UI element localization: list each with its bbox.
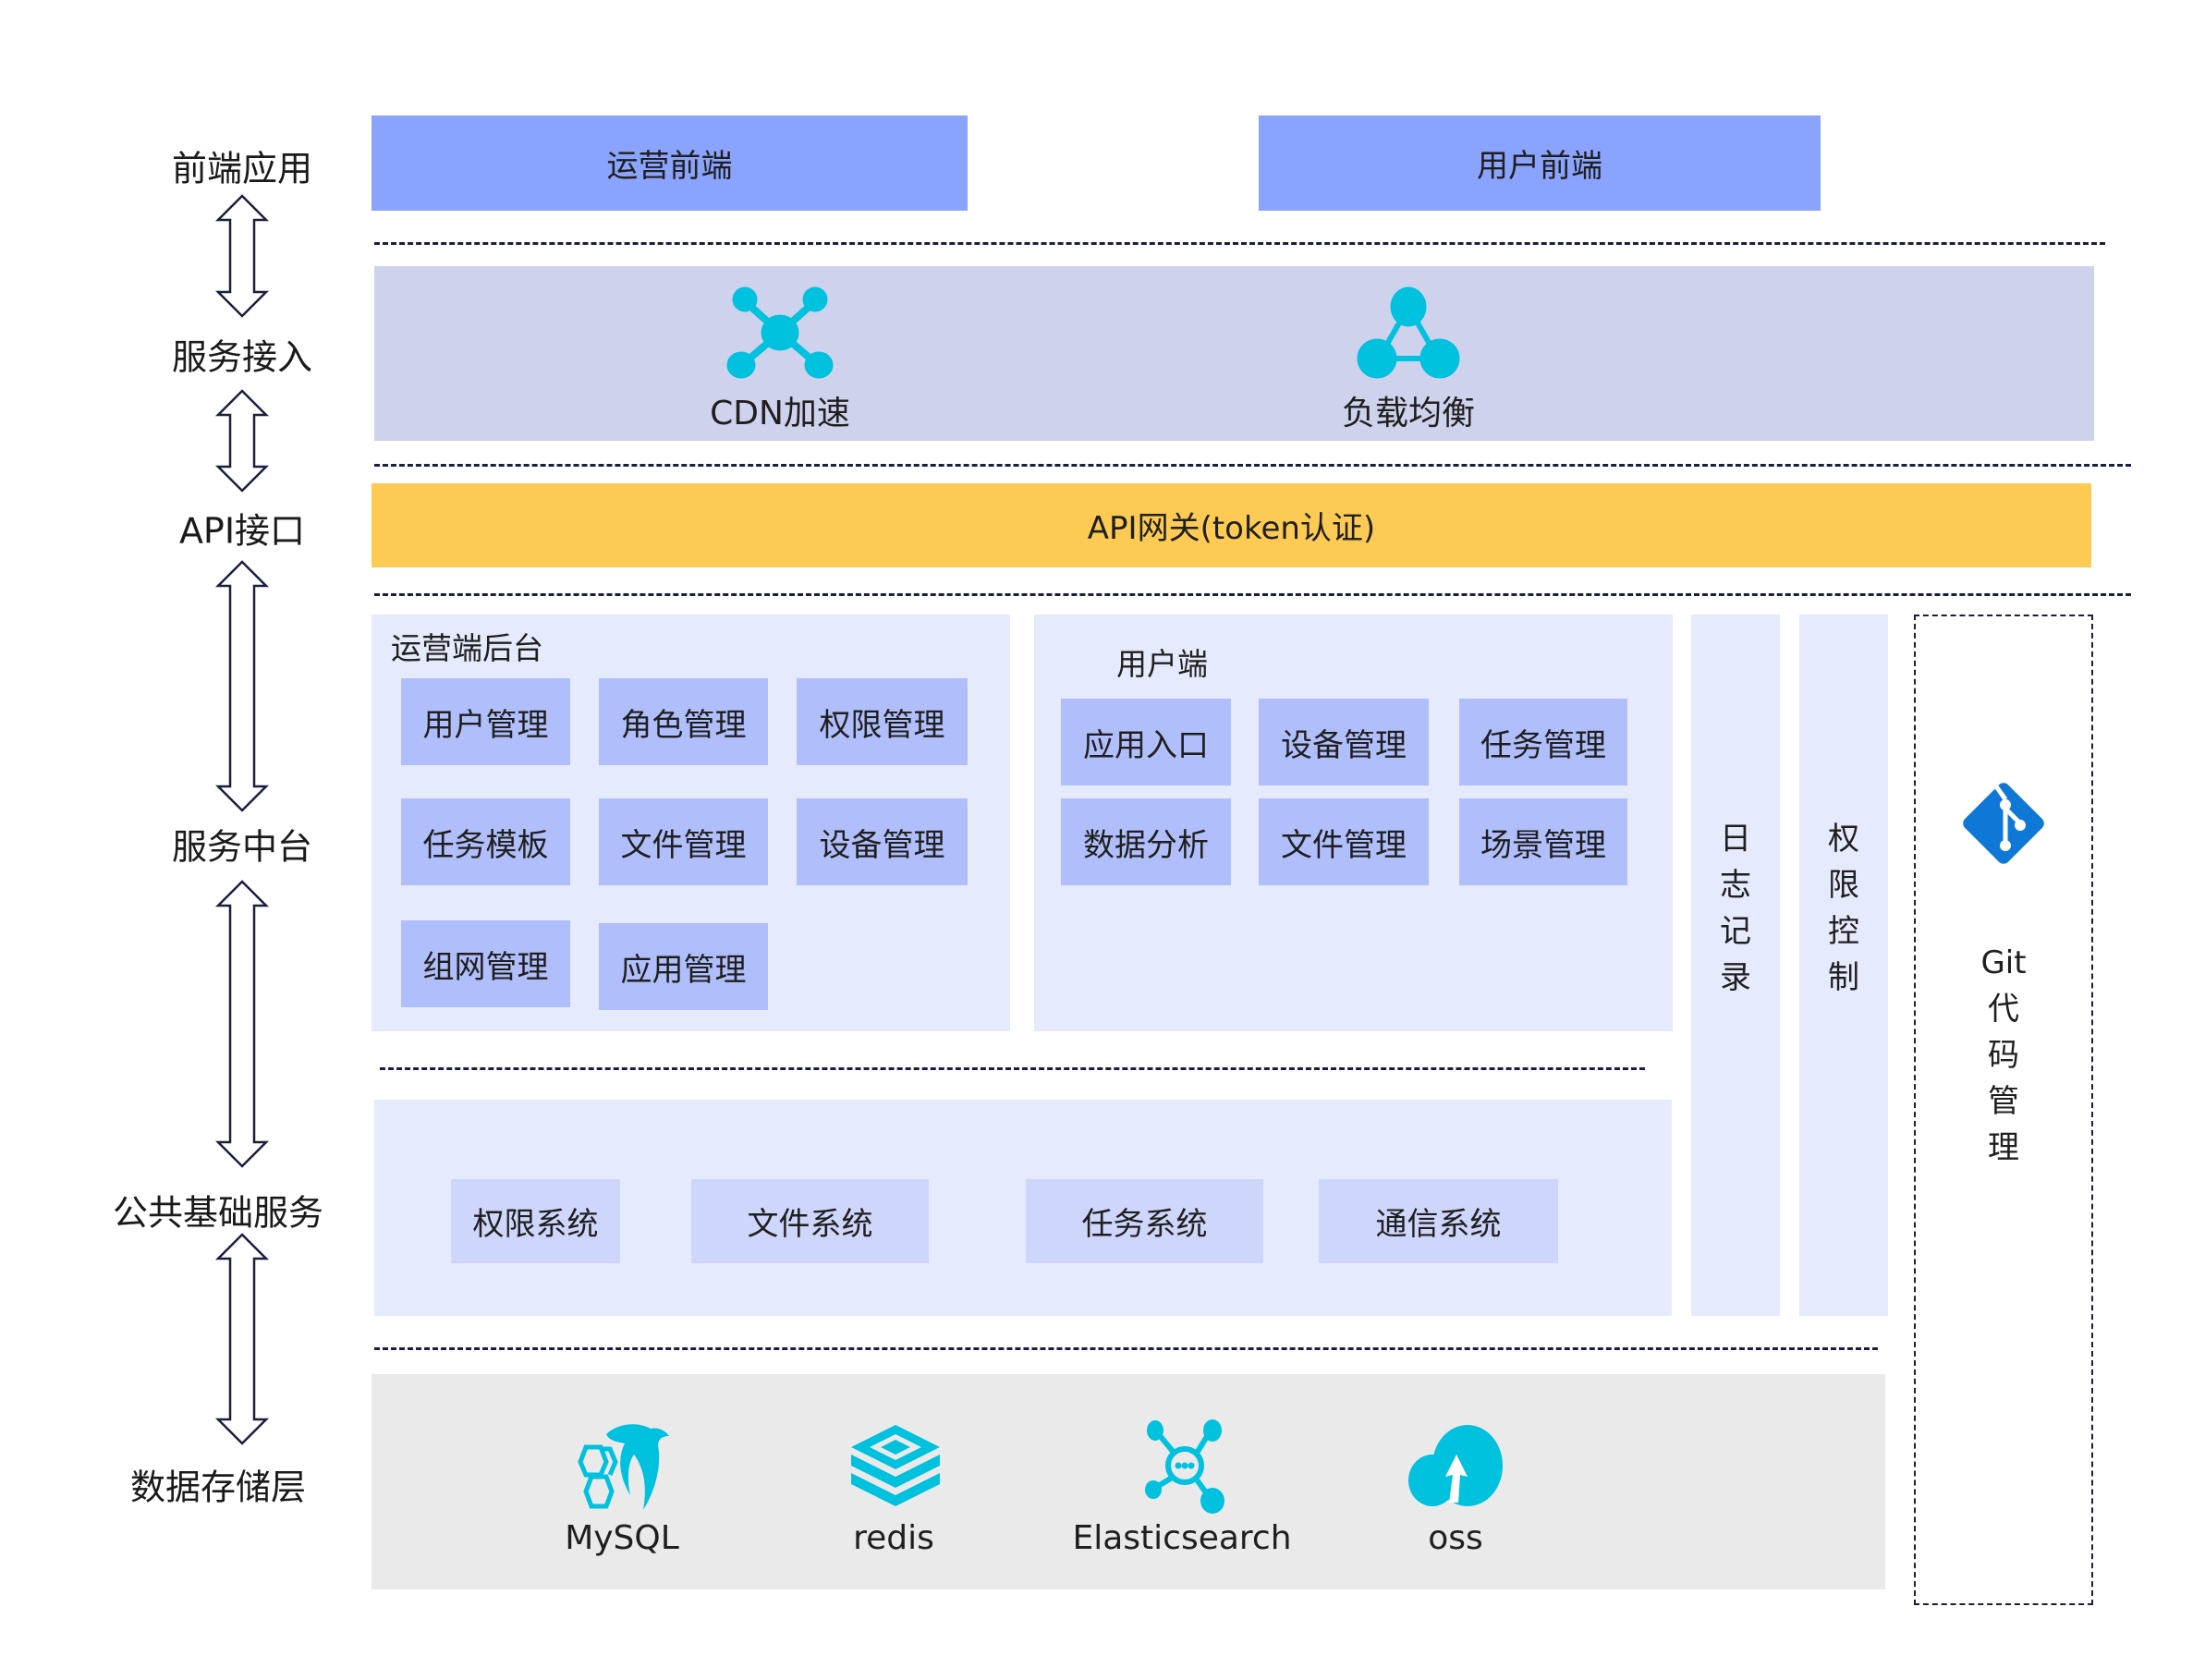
mysql-label: MySQL [565, 1519, 679, 1557]
ops-frontend-box: 运营前端 [372, 116, 968, 211]
layer-label-access: 服务接入 [171, 336, 313, 378]
user-module-tile: 文件管理 [1259, 798, 1429, 885]
layer-label-api: API接口 [178, 510, 306, 552]
layer-label-middle: 服务中台 [171, 826, 313, 868]
public-service-tile: 权限系统 [451, 1179, 620, 1263]
elasticsearch-icon [1145, 1419, 1224, 1514]
layer-divider [374, 593, 2131, 596]
ops-module-tile: 用户管理 [401, 678, 570, 765]
permission-control-label: 权限控制 [1828, 821, 1859, 996]
layer-label-public: 公共基础服务 [112, 1192, 324, 1234]
user-module-tile: 任务管理 [1459, 699, 1627, 785]
ops-module-tile: 组网管理 [401, 920, 570, 1007]
public-service-tile: 通信系统 [1319, 1179, 1558, 1263]
layer-divider [374, 464, 2131, 467]
layer-label-frontend: 前端应用 [171, 148, 313, 189]
double-arrow-icon [214, 880, 270, 1168]
cloud-upload-icon [1408, 1425, 1503, 1506]
ops-module-tile: 任务模板 [401, 798, 570, 885]
log-record-label: 日志记录 [1720, 821, 1751, 996]
redis-stack-icon [851, 1425, 940, 1506]
ops-module-tile: 权限管理 [797, 678, 968, 765]
cdn-network-icon [726, 286, 834, 379]
mysql-dolphin-icon [578, 1424, 669, 1510]
load-balance-label: 负载均衡 [1341, 395, 1476, 432]
git-icon [1963, 783, 2044, 864]
ops-backend-title: 运营端后台 [391, 630, 543, 666]
public-service-tile: 任务系统 [1026, 1179, 1263, 1263]
permission-control-column: 权限控制 [1799, 615, 1888, 1316]
service-access-panel [374, 266, 2094, 441]
user-module-tile: 设备管理 [1259, 699, 1429, 785]
ops-module-tile: 文件管理 [599, 798, 768, 885]
double-arrow-icon [214, 1233, 270, 1445]
user-module-tile: 场景管理 [1459, 798, 1627, 885]
user-module-tile: 应用入口 [1061, 699, 1231, 785]
layer-divider [374, 242, 2105, 245]
user-frontend-box: 用户前端 [1259, 116, 1821, 211]
user-module-tile: 数据分析 [1061, 798, 1231, 885]
cdn-label: CDN加速 [710, 395, 850, 432]
double-arrow-icon [214, 194, 270, 318]
layer-divider [380, 1067, 1645, 1070]
ops-module-tile: 角色管理 [599, 678, 768, 765]
double-arrow-icon [214, 389, 270, 493]
layer-label-storage: 数据存储层 [129, 1467, 307, 1508]
redis-label: redis [853, 1519, 934, 1557]
ops-module-tile: 设备管理 [797, 798, 968, 885]
layer-divider [374, 1347, 1878, 1350]
api-gateway-bar: API网关(token认证) [372, 483, 2091, 567]
user-side-title: 用户端 [1116, 646, 1208, 682]
elasticsearch-label: Elasticsearch [1072, 1519, 1292, 1557]
oss-label: oss [1428, 1519, 1483, 1557]
data-storage-panel [372, 1374, 1885, 1589]
ops-module-tile: 应用管理 [599, 923, 768, 1010]
public-service-tile: 文件系统 [691, 1179, 929, 1263]
load-balance-icon [1357, 286, 1460, 379]
log-record-column: 日志记录 [1691, 615, 1780, 1316]
double-arrow-icon [214, 560, 270, 812]
